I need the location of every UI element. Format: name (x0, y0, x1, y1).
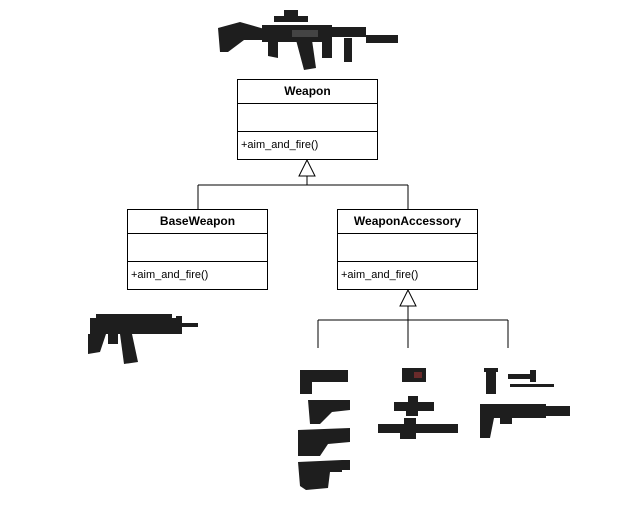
optics-group (378, 368, 458, 439)
assembled-rifle-icon (218, 10, 398, 70)
inheritance-arrowhead-weapon (298, 158, 316, 177)
suppressed-receiver-icon (480, 404, 570, 438)
class-weaponaccessory[interactable]: WeaponAccessory +aim_and_fire() (337, 209, 478, 290)
stocks-group (298, 370, 350, 490)
class-weapon-operation: +aim_and_fire() (241, 139, 319, 151)
class-weapon[interactable]: Weapon +aim_and_fire() (237, 79, 378, 160)
collapsible-stock-icon (308, 400, 350, 424)
class-weaponaccessory-operation: +aim_and_fire() (341, 269, 419, 281)
inheritance-arrowhead-accessory (399, 288, 417, 307)
class-weaponaccessory-name: WeaponAccessory (338, 210, 477, 234)
class-baseweapon-attributes (128, 234, 267, 262)
barrel-parts-group (480, 368, 570, 438)
class-baseweapon-name: BaseWeapon (128, 210, 267, 234)
skeleton-stock-icon (298, 460, 350, 490)
red-dot-sight-icon (402, 368, 426, 382)
bipod-icon (508, 370, 554, 387)
folding-stock-icon (300, 370, 348, 394)
bare-rifle-icon (88, 314, 198, 364)
long-scope-icon (378, 418, 458, 439)
vertical-grip-icon (484, 368, 498, 394)
inheritance-connectors (197, 158, 509, 348)
class-baseweapon[interactable]: BaseWeapon +aim_and_fire() (127, 209, 268, 290)
fixed-stock-icon (298, 428, 350, 456)
class-baseweapon-operation: +aim_and_fire() (131, 269, 209, 281)
class-weaponaccessory-attributes (338, 234, 477, 262)
compact-scope-icon (394, 396, 434, 416)
class-weapon-name: Weapon (238, 80, 377, 104)
class-weapon-attributes (238, 104, 377, 132)
